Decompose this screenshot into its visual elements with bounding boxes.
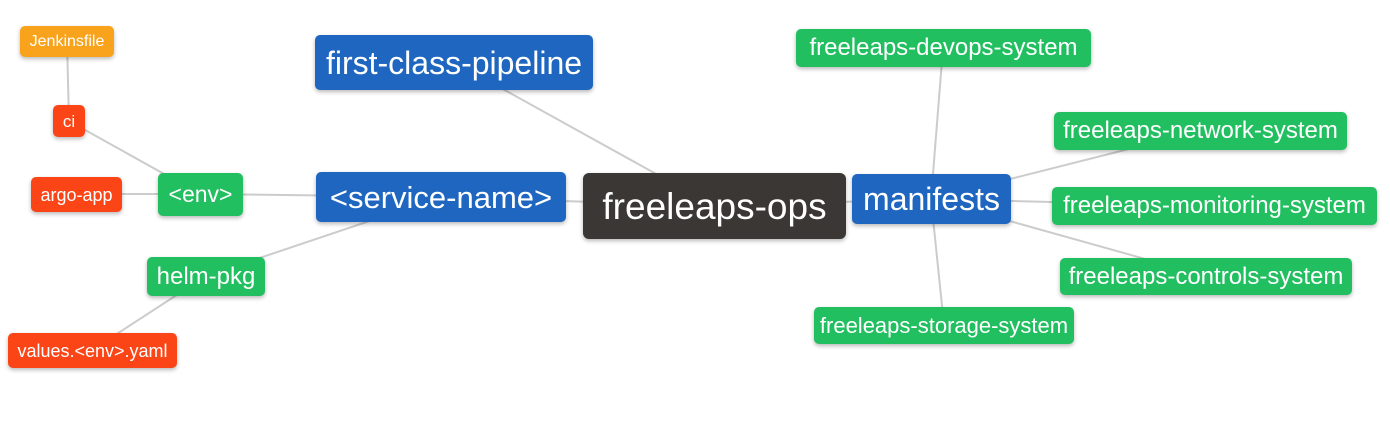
node-manifests[interactable]: manifests [852, 174, 1011, 224]
node-freeleaps-storage-system[interactable]: freeleaps-storage-system [814, 307, 1074, 344]
node-first-class-pipeline[interactable]: first-class-pipeline [315, 35, 593, 90]
node-freeleaps-monitoring-system[interactable]: freeleaps-monitoring-system [1052, 187, 1377, 225]
node-service-name[interactable]: <service-name> [316, 172, 566, 222]
node-ci[interactable]: ci [53, 105, 85, 137]
node-env[interactable]: <env> [158, 173, 243, 216]
node-helm-pkg[interactable]: helm-pkg [147, 257, 265, 296]
node-freeleaps-controls-system[interactable]: freeleaps-controls-system [1060, 258, 1352, 295]
node-values-env-yaml[interactable]: values.<env>.yaml [8, 333, 177, 368]
edge-manifests-devops-system [930, 47, 944, 200]
node-freeleaps-ops[interactable]: freeleaps-ops [583, 173, 846, 239]
node-argo-app[interactable]: argo-app [31, 177, 122, 212]
node-freeleaps-devops-system[interactable]: freeleaps-devops-system [796, 29, 1091, 67]
node-jenkinsfile[interactable]: Jenkinsfile [20, 26, 114, 57]
node-freeleaps-network-system[interactable]: freeleaps-network-system [1054, 112, 1347, 150]
